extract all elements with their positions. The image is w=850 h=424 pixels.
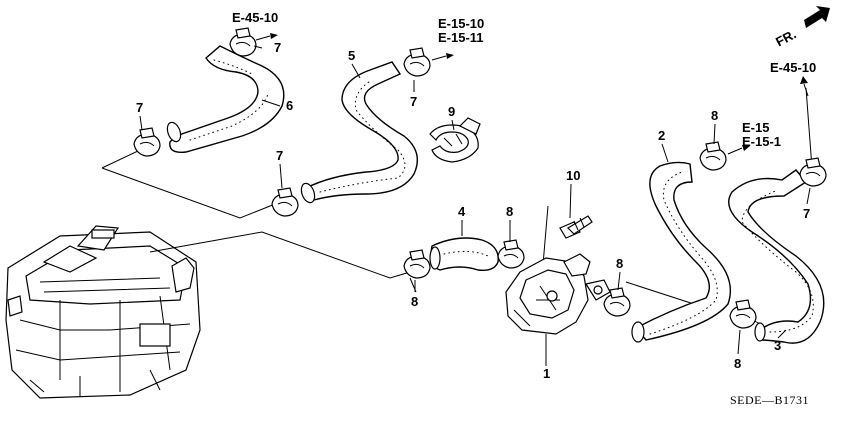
front-direction-label: FR. [773,26,799,49]
clamp-8-lower [729,299,757,329]
callout-4: 4 [458,204,466,219]
clamp-8-upper [699,141,727,171]
callout-8-valve: 8 [616,256,623,271]
clamp-7-mid [403,47,431,77]
callout-5: 5 [348,48,355,63]
callout-7-left: 7 [136,100,143,115]
clamp-9 [429,117,481,163]
callout-7-top: 7 [274,40,281,55]
callout-8-lower: 8 [734,356,741,371]
water-valve [505,253,611,335]
callout-8-center: 8 [506,204,513,219]
ref-e45-10-right: E-45-10 [770,60,816,75]
clamp-8-center [497,239,525,269]
clamp-8-valve [603,287,631,317]
hose-3 [728,169,825,344]
callout-8-left: 8 [411,294,418,309]
front-direction-arrow: FR. [773,6,830,49]
callout-9: 9 [448,104,455,119]
hose-5 [300,61,418,204]
hose-2 [631,161,732,343]
callout-10: 10 [566,168,580,183]
ref-e15-11: E-15-11 [438,30,484,45]
clamp-7-right [799,157,827,187]
callout-7-center: 7 [276,148,283,163]
ref-e15: E-15 [742,120,769,135]
callout-ticks [139,45,811,366]
clamp-8-left [403,249,431,279]
heater-unit [5,225,201,399]
clamps [133,27,827,329]
reference-arrows [255,33,809,155]
callout-2: 2 [658,128,665,143]
callout-1: 1 [543,366,550,381]
hose-6 [166,45,285,153]
hose-4 [429,237,499,272]
callout-6: 6 [286,98,293,113]
callout-8-upper: 8 [711,108,718,123]
ref-e15-1: E-15-1 [742,134,781,149]
clamp-7-center [271,187,299,217]
clamp-7-top [229,27,257,57]
callout-7-mid: 7 [410,94,417,109]
callout-7-right: 7 [803,206,810,221]
callout-3: 3 [774,338,781,353]
bolt-10 [559,215,593,239]
ref-e45-10-top: E-45-10 [232,10,278,25]
diagram-code: SEDE—B1731 [730,393,809,407]
ref-e15-10: E-15-10 [438,16,484,31]
clamp-7-left [133,127,161,157]
